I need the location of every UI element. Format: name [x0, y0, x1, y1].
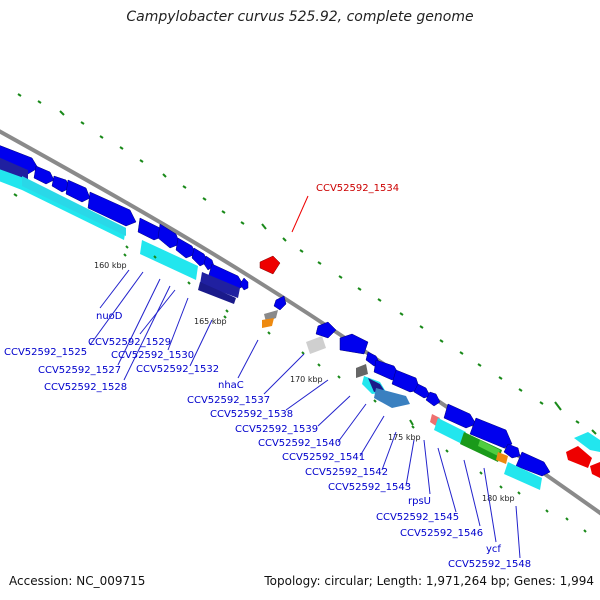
- highlight-gene-feature[interactable]: [259, 255, 281, 275]
- gc-content-ring: [17, 93, 597, 435]
- feature-track-inner[interactable]: [0, 156, 542, 490]
- gene-label[interactable]: CCV52592_1548: [448, 559, 531, 570]
- gene-label[interactable]: CCV52592_1542: [305, 467, 388, 478]
- cds-track-forward[interactable]: [0, 144, 551, 477]
- gene-label[interactable]: nhaC: [218, 380, 244, 391]
- label-leader-lines: [89, 269, 521, 559]
- gene-label[interactable]: CCV52592_1532: [136, 364, 219, 375]
- gene-label[interactable]: rpsU: [408, 496, 431, 507]
- gene-label[interactable]: CCV52592_1530: [111, 350, 194, 361]
- gene-label[interactable]: CCV52592_1525: [4, 347, 87, 358]
- gc-skew-ring: [13, 193, 587, 533]
- gene-label[interactable]: CCV52592_1528: [44, 382, 127, 393]
- gene-label[interactable]: CCV52592_1538: [210, 409, 293, 420]
- gene-label[interactable]: CCV52592_1529: [88, 337, 171, 348]
- gene-label[interactable]: CCV52592_1527: [38, 365, 121, 376]
- gene-label[interactable]: nuoD: [96, 311, 123, 322]
- gene-label[interactable]: CCV52592_1540: [258, 438, 341, 449]
- genome-summary-text: Topology: circular; Length: 1,971,264 bp…: [264, 574, 594, 588]
- feature-cyan[interactable]: [574, 432, 600, 452]
- gene-feature-red[interactable]: [590, 462, 600, 478]
- gene-label[interactable]: CCV52592_1546: [400, 528, 483, 539]
- gene-label[interactable]: CCV52592_1545: [376, 512, 459, 523]
- gene-label[interactable]: CCV52592_1537: [187, 395, 270, 406]
- scale-tick-label: 170 kbp: [290, 375, 323, 384]
- scale-tick-label: 165 kbp: [194, 317, 227, 326]
- gene-label[interactable]: CCV52592_1539: [235, 424, 318, 435]
- gene-feature-red[interactable]: [566, 446, 592, 468]
- highlight-gene-label[interactable]: CCV52592_1534: [316, 183, 399, 194]
- scale-tick-label: 175 kbp: [388, 433, 421, 442]
- gene-label[interactable]: ycf: [486, 544, 501, 555]
- highlight-callout: [291, 195, 309, 233]
- gene-label[interactable]: CCV52592_1543: [328, 482, 411, 493]
- gene-label[interactable]: CCV52592_1541: [282, 452, 365, 463]
- scale-tick-label: 160 kbp: [94, 261, 127, 270]
- accession-text: Accession: NC_009715: [9, 574, 146, 588]
- scale-ticks: [123, 253, 503, 489]
- map-title: Campylobacter curvus 525.92, complete ge…: [126, 9, 474, 25]
- scale-tick-label: 180 kbp: [482, 494, 515, 503]
